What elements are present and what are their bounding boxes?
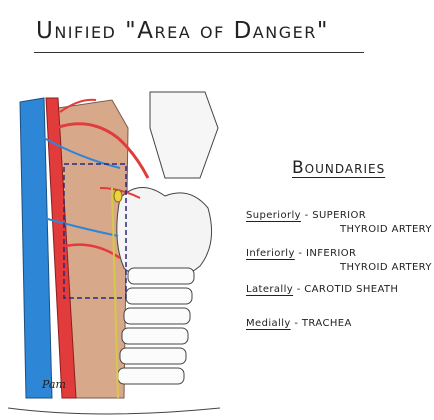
trachea (118, 268, 194, 384)
thyroid-gland (117, 187, 212, 277)
diagram-title: Unified "Area of Danger" (36, 18, 366, 44)
boundary-lateral: Laterally - CAROTID SHEATH (246, 284, 398, 295)
neck-anatomy-illustration (0, 68, 232, 420)
boundary-medial: Medially - TRACHEA (246, 318, 352, 329)
boundary-direction: Medially (246, 318, 291, 329)
boundary-structure: CAROTID SHEATH (304, 284, 398, 295)
boundary-structure-line2: THYROID ARTERY (246, 224, 432, 235)
boundary-superior: Superiorly - SUPERIOR THYROID ARTERY (246, 210, 432, 235)
artist-signature: Pam (42, 378, 66, 391)
boundary-direction: Inferiorly (246, 248, 295, 259)
boundary-structure-line2: THYROID ARTERY (246, 262, 432, 273)
boundary-inferior: Inferiorly - INFERIOR THYROID ARTERY (246, 248, 432, 273)
boundary-structure: TRACHEA (302, 318, 352, 329)
boundary-structure: SUPERIOR (312, 210, 366, 221)
boundaries-heading: Boundaries (292, 158, 385, 178)
parathyroid-gland (114, 190, 122, 202)
title-underline (34, 52, 364, 53)
thyroid-cartilage (150, 92, 218, 178)
internal-jugular-vein (20, 98, 52, 398)
boundary-direction: Superiorly (246, 210, 301, 221)
boundary-structure: INFERIOR (306, 248, 356, 259)
boundary-direction: Laterally (246, 284, 293, 295)
